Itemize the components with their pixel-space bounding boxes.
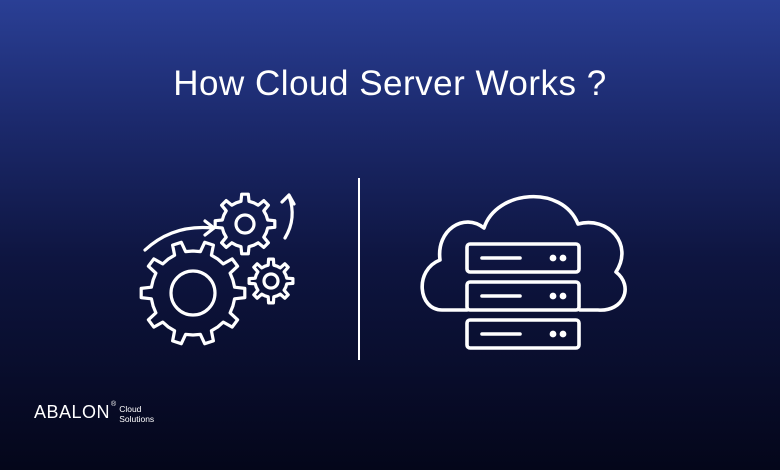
divider [358,178,360,360]
server-unit-1-icon [465,242,581,274]
large-gear-icon [139,240,247,346]
top-gear-icon [213,192,277,256]
logo-subtitle: Cloud Solutions [119,404,154,424]
small-gear-icon [247,257,295,305]
logo-brand: ABALON [34,402,111,422]
logo-registered-mark: ® [111,401,117,408]
server-unit-3-icon [465,318,581,350]
gears-icon [139,192,296,346]
logo-subtitle-line1: Cloud [119,404,142,414]
arrow-right-icon [283,194,294,240]
server-unit-2-icon [465,280,581,312]
abalon-logo: ABALON ® Cloud Solutions [34,401,154,424]
page-title: How Cloud Server Works ? [173,64,607,103]
arrow-left-icon [143,225,215,252]
logo-subtitle-line2: Solutions [119,414,155,424]
cloud-server-icon [420,194,627,350]
cloud-outline-icon [420,194,627,312]
